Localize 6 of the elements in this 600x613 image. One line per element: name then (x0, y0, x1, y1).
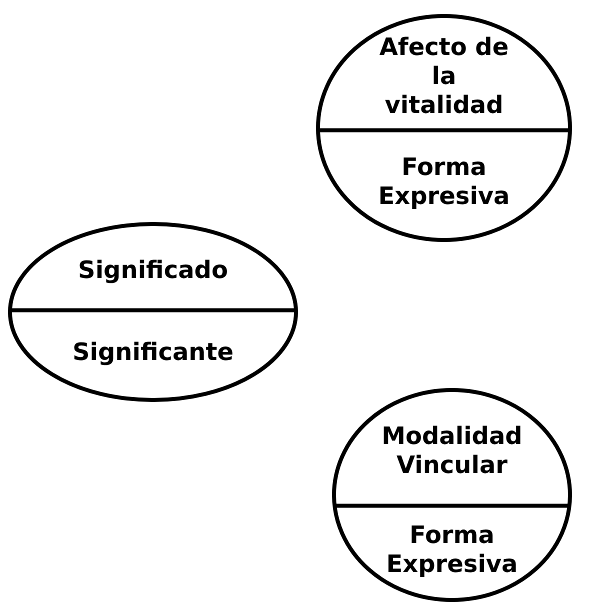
ellipse-heading: Afecto de la vitalidad (378, 32, 510, 120)
ellipse-text: Forma Expresiva (377, 153, 511, 211)
ellipse-heading: Modalidad Vincular (380, 422, 524, 480)
ellipse-heading: Significado (78, 256, 228, 284)
ellipse-text: Forma Expresiva (385, 521, 519, 579)
ellipse-text: Significante (72, 338, 234, 366)
